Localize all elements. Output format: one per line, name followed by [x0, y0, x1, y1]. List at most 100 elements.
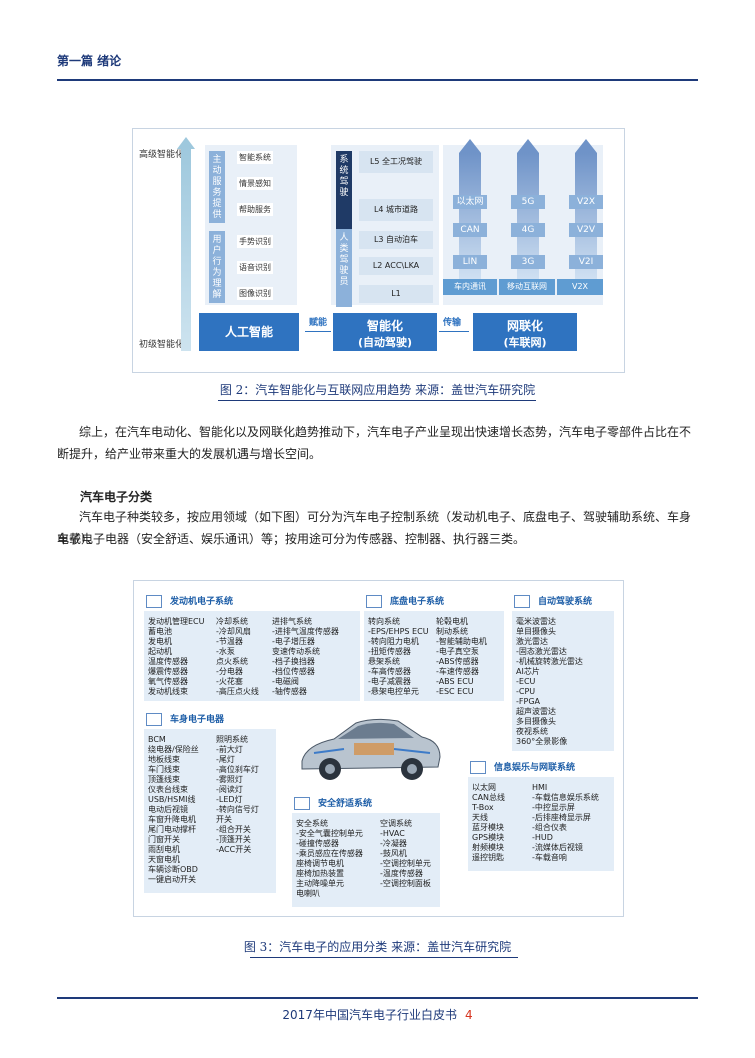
- adas-panel: [512, 611, 614, 751]
- body-item: 照明系统: [216, 735, 248, 744]
- engine-item: -档子换挡器: [272, 657, 315, 666]
- adas-item: -CPU: [516, 687, 536, 696]
- engine-item: 变速传动系统: [272, 647, 320, 656]
- body-item: -ACC开关: [216, 845, 252, 854]
- arrow-line: [305, 331, 331, 332]
- info-panel: [468, 777, 614, 871]
- info-item: 蓝牙模块: [472, 823, 504, 832]
- page-number: 4: [464, 1008, 473, 1022]
- paragraph-classification-line1: 汽车电子种类较多，按应用领域（如下图）可分为汽车电子控制系统（发动机电子、底盘电…: [57, 510, 692, 546]
- band-v2x: V2X: [557, 279, 603, 295]
- chassis-item: -悬架电控单元: [368, 687, 419, 696]
- adas-item: 多目摄像头: [516, 717, 556, 726]
- folder-icon: [146, 713, 162, 726]
- info-item: -HUD: [532, 833, 553, 842]
- transmit-label: 传输: [443, 318, 462, 328]
- safety-item: -安全气囊控制单元: [296, 829, 363, 838]
- behavior-item: 手势识别: [237, 235, 273, 248]
- column-arrow-icon: [459, 139, 481, 153]
- safety-item: -温度传感器: [380, 869, 423, 878]
- info-item: 射频模块: [472, 843, 504, 852]
- body-item: BCM: [148, 735, 166, 744]
- figure-caption-2: 图 2：汽车智能化与互联网应用趋势 来源：盖世汽车研究院: [219, 383, 536, 397]
- engine-item: 发动机管理ECU: [148, 617, 205, 626]
- figure-caption-3: 图 3：汽车电子的应用分类 来源：盖世汽车研究院: [243, 940, 512, 954]
- column-arrow-icon: [575, 139, 597, 153]
- human-driving-label: 人类驾驶员: [336, 229, 352, 307]
- chassis-item: -智能辅助电机: [436, 637, 487, 646]
- level-low-label: 初级智能化: [139, 340, 185, 350]
- chassis-item: -电子减震器: [368, 677, 411, 686]
- engine-title: 发动机电子系统: [170, 597, 234, 607]
- body-item: 一键启动开关: [148, 875, 196, 884]
- safety-item: -碰撞传感器: [296, 839, 339, 848]
- info-item: -车载音响: [532, 853, 567, 862]
- adas-item: AI芯片: [516, 667, 540, 676]
- body-item: -尾灯: [216, 755, 235, 764]
- engine-item: 进排气系统: [272, 617, 312, 626]
- body-item: -顶篷开关: [216, 835, 251, 844]
- info-item: -车载信息娱乐系统: [532, 793, 599, 802]
- engine-item: 爆震传感器: [148, 667, 188, 676]
- chassis-col1: 转向系统 -EPS/EHPS ECU -转向阻力电机 -扭矩传感器 悬架系统 -…: [368, 617, 429, 697]
- body-item: 车辆诊断OBD: [148, 865, 198, 874]
- level-l1: L1: [359, 285, 433, 303]
- info-item: 遥控钥匙: [472, 853, 504, 862]
- engine-item: -档位传感器: [272, 667, 315, 676]
- safety-item: 座椅加热装置: [296, 869, 344, 878]
- body-title: 车身电子电器: [170, 715, 225, 725]
- service-item: 情景感知: [237, 177, 273, 190]
- engine-panel: [144, 611, 360, 701]
- engine-item: -水泵: [216, 647, 235, 656]
- enable-label: 赋能: [309, 318, 328, 328]
- network-box: 网联化 (车联网): [473, 313, 577, 351]
- safety-item: -乘员感应在传感器: [296, 849, 363, 858]
- info-item: -后排座椅显示屏: [532, 813, 591, 822]
- tech-v2i: V2I: [569, 255, 603, 269]
- engine-item: 发动机线束: [148, 687, 188, 696]
- body-item: 电动后视镜: [148, 805, 188, 814]
- adas-item: -ECU: [516, 677, 536, 686]
- column-arrow-icon: [517, 139, 539, 153]
- safety-panel: [292, 813, 440, 907]
- adas-item: 单目摄像头: [516, 627, 556, 636]
- tech-ethernet: 以太网: [453, 195, 487, 209]
- engine-item: -分电器: [216, 667, 243, 676]
- ai-box: 人工智能: [199, 313, 299, 351]
- tech-v2x: V2X: [569, 195, 603, 209]
- adas-item: -机械旋转激光雷达: [516, 657, 583, 666]
- footer-divider: [57, 997, 698, 999]
- chassis-title: 底盘电子系统: [390, 597, 445, 607]
- behavior-label: 用户行为理解: [209, 231, 225, 303]
- level-l3: L3 自动泊车: [359, 231, 433, 249]
- info-item: -流媒体后视镜: [532, 843, 583, 852]
- chassis-item: -ABS传感器: [436, 657, 479, 666]
- safety-item: -鼓风机: [380, 849, 407, 858]
- engine-item: -轴传感器: [272, 687, 307, 696]
- engine-item: 点火系统: [216, 657, 248, 666]
- tech-5g: 5G: [511, 195, 545, 209]
- engine-item: -电子增压器: [272, 637, 315, 646]
- body-item: 顶篷线束: [148, 775, 180, 784]
- adas-item: -FPGA: [516, 697, 540, 706]
- level-high-label: 高级智能化: [139, 150, 185, 160]
- folder-icon: [146, 595, 162, 608]
- chassis-item: -EPS/EHPS ECU: [368, 627, 429, 636]
- body-item: -雾照灯: [216, 775, 243, 784]
- chassis-item: -扭矩传感器: [368, 647, 411, 656]
- footer: 2017年中国汽车电子行业白皮书 4: [0, 1006, 755, 1023]
- safety-item: 电喇叭: [296, 889, 320, 898]
- info-col2: HMI -车载信息娱乐系统 -中控显示屏 -后排座椅显示屏 -组合仪表 -HUD…: [532, 783, 599, 863]
- chassis-item: 转向系统: [368, 617, 400, 626]
- folder-icon: [470, 761, 486, 774]
- info-item: GPS模块: [472, 833, 505, 842]
- footer-title: 2017年中国汽车电子行业白皮书: [282, 1008, 457, 1022]
- network-column: [575, 153, 597, 279]
- body-item: 门窗开关: [148, 835, 180, 844]
- system-driving-label: 系统驾驶: [336, 151, 352, 231]
- info-title: 信息娱乐与网联系统: [494, 763, 576, 773]
- adas-item: 激光雷达: [516, 637, 548, 646]
- body-item: -高位刹车灯: [216, 765, 259, 774]
- body-item: -组合开关: [216, 825, 251, 834]
- adas-item: 360°全景影像: [516, 737, 568, 746]
